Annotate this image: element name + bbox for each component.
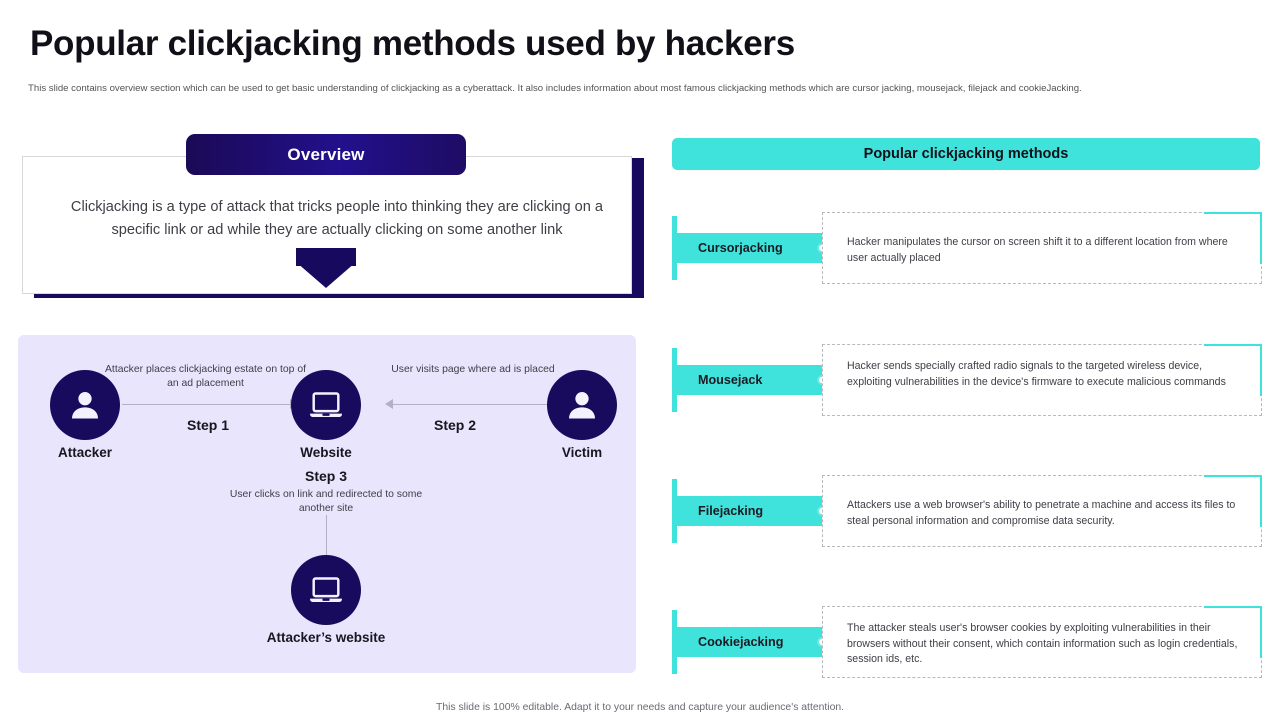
flow-node-attacker[interactable] <box>50 370 120 440</box>
method-accent-bar <box>672 348 677 412</box>
laptop-icon <box>310 577 342 602</box>
flow-node-victim[interactable] <box>547 370 617 440</box>
method-label-filejacking[interactable]: Filejacking <box>676 496 834 526</box>
person-icon <box>72 392 98 419</box>
flow-node-attacker-website[interactable] <box>291 555 361 625</box>
overview-section: Clickjacking is a type of attack that tr… <box>22 134 644 298</box>
method-description-cursorjacking: Hacker manipulates the cursor on screen … <box>847 236 1228 264</box>
edge-step-label-step3: Step 3 <box>304 468 347 484</box>
method-label-mousejack[interactable]: Mousejack <box>676 365 834 395</box>
method-description-mousejack: Hacker sends specially crafted radio sig… <box>847 360 1226 388</box>
method-label-cursorjacking[interactable]: Cursorjacking <box>676 233 834 263</box>
edge-caption-step2: User visits page where ad is placed <box>391 364 555 375</box>
edge-step-label-step1: Step 1 <box>186 417 229 433</box>
card-corner-accent-icon <box>1204 212 1262 264</box>
overview-tab-label[interactable]: Overview <box>186 134 466 175</box>
flow-node-label-attacker-website: Attacker’s website <box>266 630 386 645</box>
clickjacking-flow-diagram: Attacker Website Victim At <box>18 335 636 673</box>
method-card-filejacking: Attackers use a web browser's ability to… <box>822 475 1262 547</box>
overview-down-arrow-icon <box>296 262 356 288</box>
method-description-cookiejacking: The attacker steals user's browser cooki… <box>847 622 1238 665</box>
edge-step-label-step2: Step 2 <box>433 417 476 433</box>
method-description-filejacking: Attackers use a web browser's ability to… <box>847 499 1236 527</box>
method-label-cookiejacking[interactable]: Cookiejacking <box>676 627 834 657</box>
method-card-cursorjacking: Hacker manipulates the cursor on screen … <box>822 212 1262 284</box>
method-accent-bar <box>672 479 677 543</box>
method-row-mousejack: Mousejack Hacker sends specially crafted… <box>672 344 1262 416</box>
edge-line-step3 <box>326 515 327 563</box>
edge-line-step2 <box>393 404 558 405</box>
overview-body-text: Clickjacking is a type of attack that tr… <box>70 199 604 238</box>
flow-node-label-website: Website <box>300 445 352 460</box>
method-card-cookiejacking: The attacker steals user's browser cooki… <box>822 606 1262 678</box>
method-accent-bar <box>672 610 677 674</box>
method-card-mousejack: Hacker sends specially crafted radio sig… <box>822 344 1262 416</box>
card-corner-accent-icon <box>1204 606 1262 658</box>
page-subtitle: This slide contains overview section whi… <box>28 83 1082 94</box>
edge-caption-step3: User clicks on link and redirected to so… <box>229 489 423 514</box>
flow-node-label-victim: Victim <box>561 445 603 460</box>
method-row-cursorjacking: Cursorjacking Hacker manipulates the cur… <box>672 212 1262 284</box>
laptop-icon <box>310 392 342 417</box>
edge-caption-step1: Attacker places clickjacking estate on t… <box>105 364 306 389</box>
flow-node-website[interactable] <box>291 370 361 440</box>
edge-line-step1 <box>122 404 290 405</box>
method-row-cookiejacking: Cookiejacking The attacker steals user's… <box>672 606 1262 678</box>
flow-node-label-attacker: Attacker <box>57 445 113 460</box>
page-title: Popular clickjacking methods used by hac… <box>30 24 795 63</box>
slide-footer-note: This slide is 100% editable. Adapt it to… <box>435 702 845 713</box>
card-corner-accent-icon <box>1204 344 1262 396</box>
person-icon <box>569 392 595 419</box>
methods-panel-header: Popular clickjacking methods <box>672 138 1260 170</box>
card-corner-accent-icon <box>1204 475 1262 527</box>
overview-arrow-stem <box>296 248 356 266</box>
method-accent-bar <box>672 216 677 280</box>
method-row-filejacking: Filejacking Attackers use a web browser'… <box>672 475 1262 547</box>
arrow-left-icon-step2 <box>385 399 393 409</box>
